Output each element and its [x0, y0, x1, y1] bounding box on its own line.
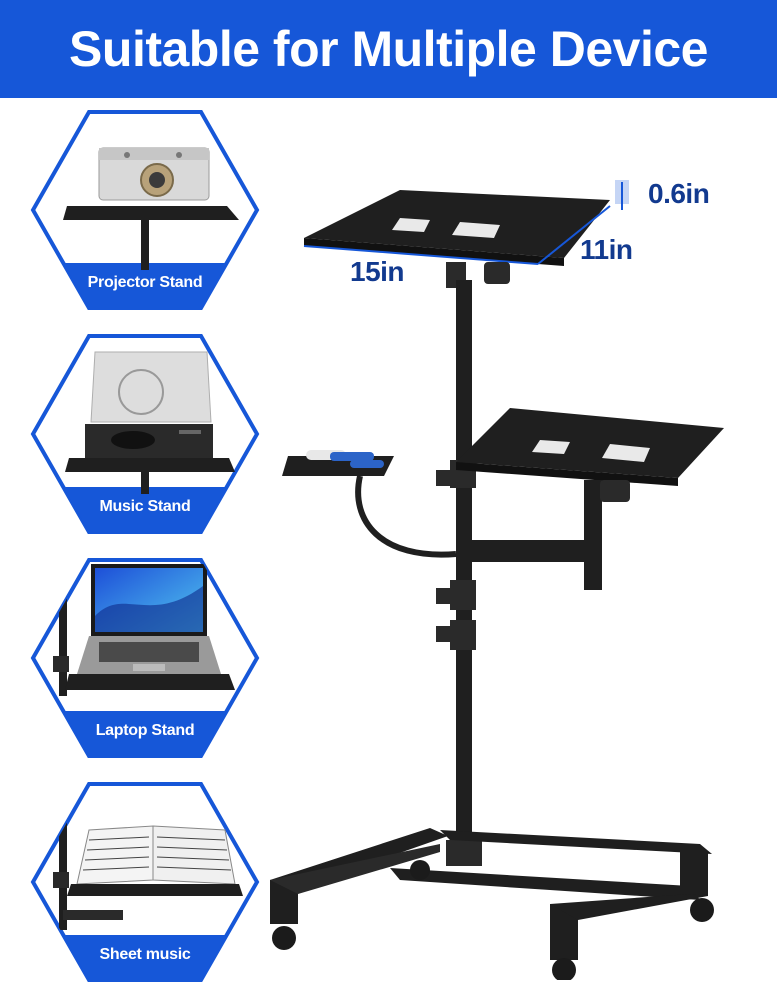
hexagon-frame: [30, 110, 260, 310]
use-card-sheet-music: Sheet music: [29, 780, 261, 984]
dimension-width: 15in: [350, 256, 405, 287]
hexagon-frame: [30, 782, 260, 982]
use-label: Laptop Stand: [95, 722, 195, 739]
dimension-depth: 11in: [580, 234, 633, 265]
use-card-music: Music Stand: [29, 332, 261, 536]
page-title: Suitable for Multiple Device: [69, 21, 708, 77]
use-label: Music Stand: [99, 498, 191, 515]
hexagon-frame: [30, 334, 260, 534]
dimension-thickness: 0.6in: [648, 178, 710, 209]
use-card-laptop: Laptop Stand: [29, 556, 261, 760]
use-card-projector: Projector Stand: [29, 108, 261, 312]
dimension-lines: [303, 182, 623, 265]
hexagon-frame: [30, 558, 260, 758]
use-label: Projector Stand: [87, 274, 203, 291]
use-label: Sheet music: [99, 946, 191, 963]
rolling-stand-illustration: [270, 180, 724, 980]
title-banner: Suitable for Multiple Device: [0, 0, 777, 98]
